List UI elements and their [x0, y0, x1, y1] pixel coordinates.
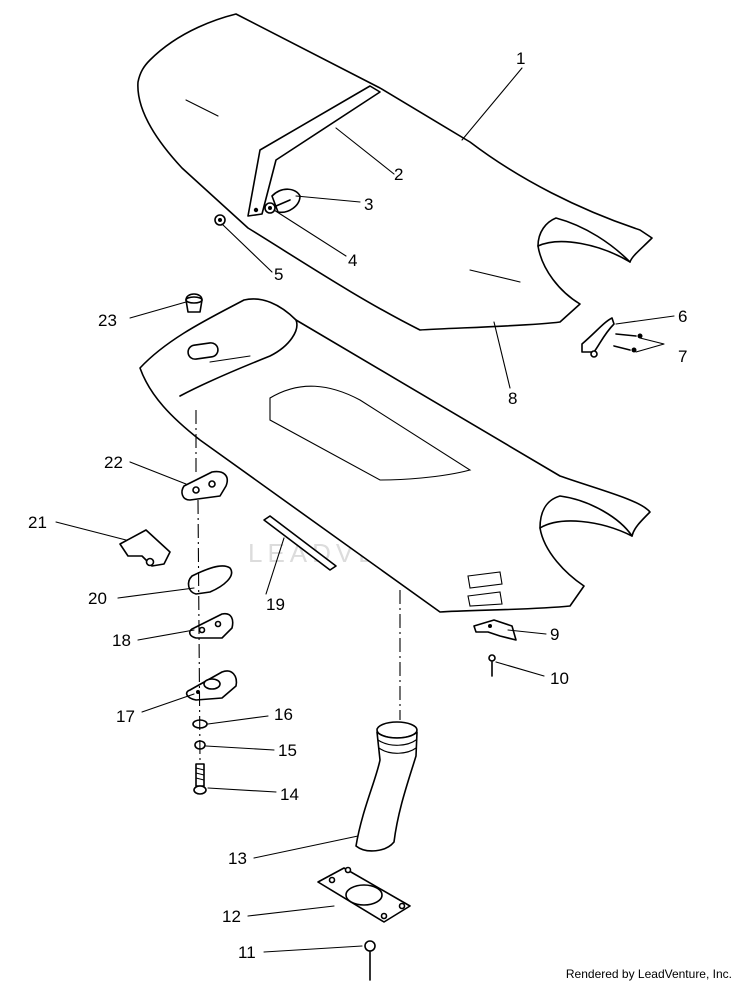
callout-14: 14	[280, 785, 299, 804]
rear-bracket	[473, 619, 517, 677]
hardware-stack	[192, 719, 208, 795]
gasket-screw	[364, 940, 376, 981]
callout-17: 17	[116, 707, 135, 726]
callout-18: 18	[112, 631, 131, 650]
credit-text: Rendered by LeadVenture, Inc.	[565, 967, 732, 981]
plate	[188, 612, 234, 639]
callout-7: 7	[678, 347, 687, 366]
callout-1: 1	[516, 49, 525, 68]
seal-strip	[263, 515, 337, 571]
callouts: 1 2 3 4 5 6 7 8 9 10 11 12 13 14 15 16 1…	[28, 49, 687, 962]
leader-lines	[55, 67, 675, 953]
seat-strap	[247, 85, 381, 217]
rear-hook	[581, 317, 643, 358]
callout-6: 6	[678, 307, 687, 326]
strap-fasteners	[214, 188, 301, 226]
centerline-left-lower	[197, 499, 201, 761]
callout-15: 15	[278, 741, 297, 760]
callout-16: 16	[274, 705, 293, 724]
callout-3: 3	[364, 195, 373, 214]
callout-8: 8	[508, 389, 517, 408]
callout-11: 11	[238, 943, 256, 962]
clip	[187, 565, 233, 595]
callout-9: 9	[550, 625, 559, 644]
latch	[119, 529, 171, 567]
callout-10: 10	[550, 669, 569, 688]
callout-20: 20	[88, 589, 107, 608]
callout-5: 5	[274, 265, 283, 284]
callout-13: 13	[228, 849, 247, 868]
callout-2: 2	[394, 165, 403, 184]
mount	[185, 670, 238, 701]
seat-base	[139, 298, 651, 613]
callout-21: 21	[28, 513, 47, 532]
intake-tube	[355, 721, 418, 852]
grommet	[185, 293, 203, 313]
callout-4: 4	[348, 251, 357, 270]
gasket	[317, 866, 411, 923]
callout-23: 23	[98, 311, 117, 330]
callout-19: 19	[266, 595, 285, 614]
callout-12: 12	[222, 907, 241, 926]
seat-cover	[137, 13, 653, 331]
callout-22: 22	[104, 453, 123, 472]
bracket-22	[181, 470, 228, 501]
